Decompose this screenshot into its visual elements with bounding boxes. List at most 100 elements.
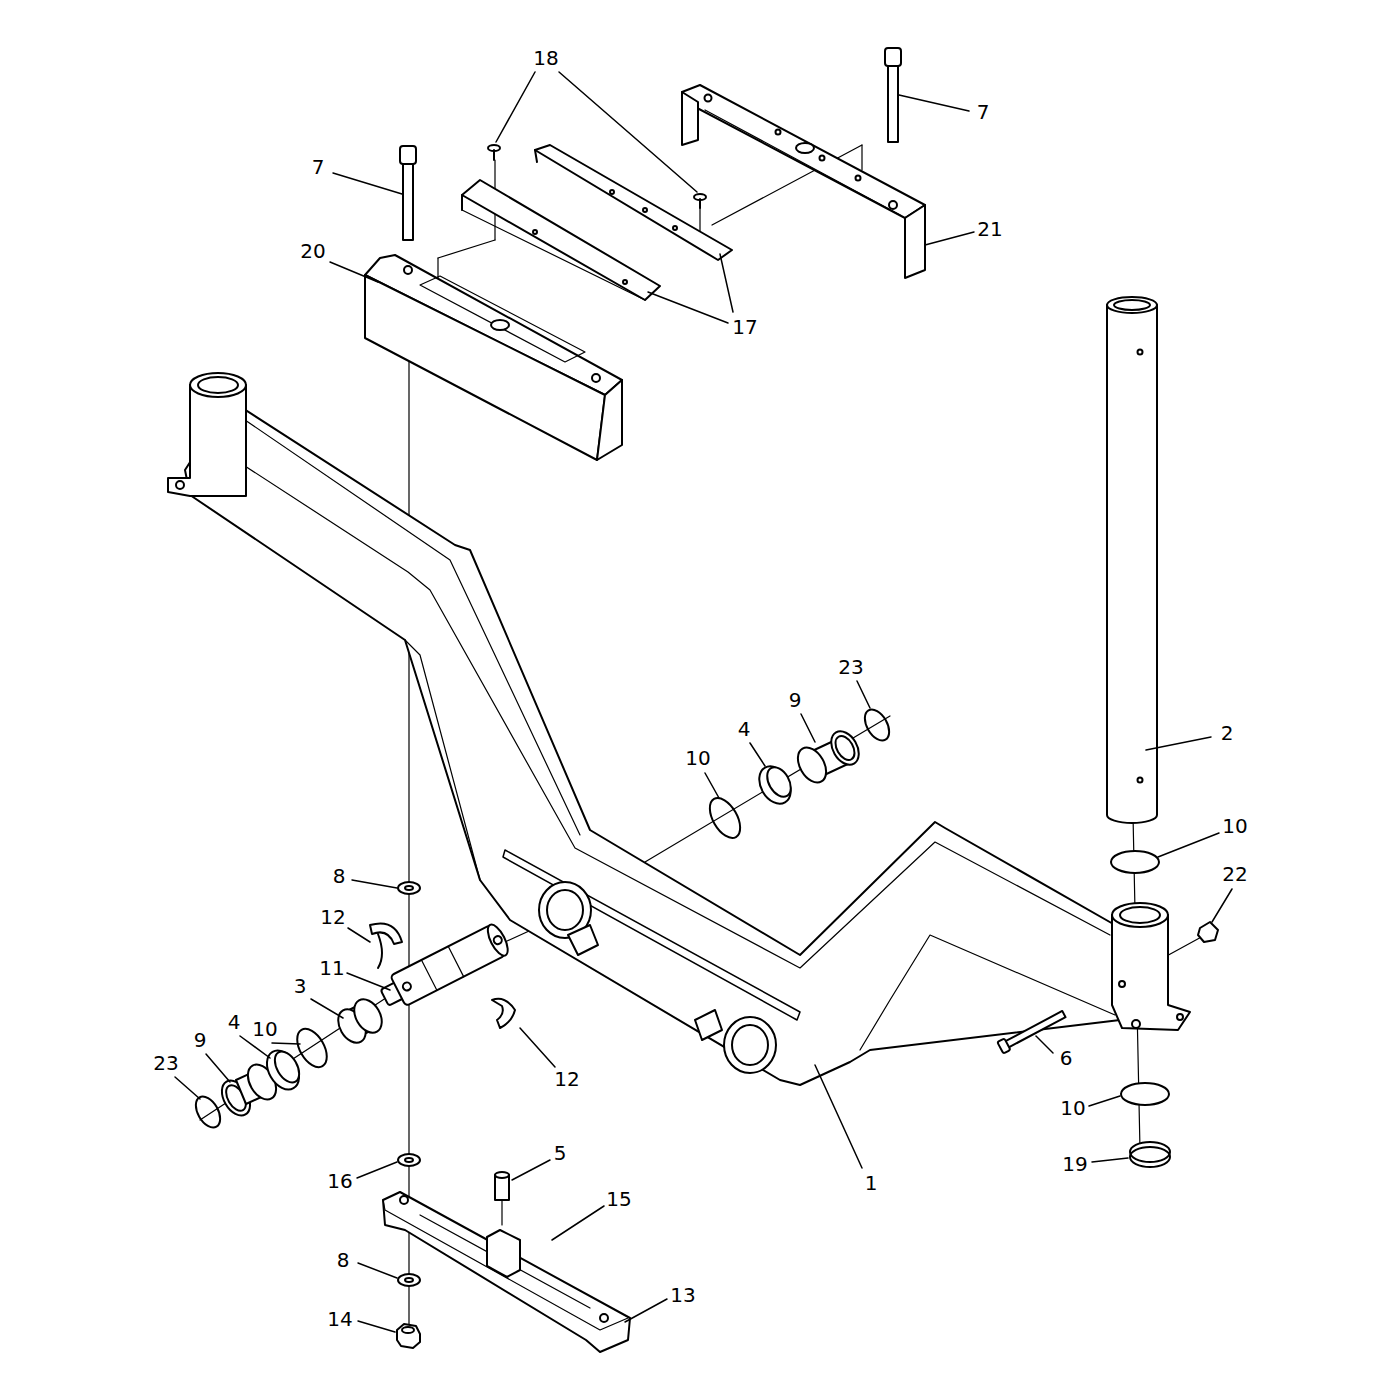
leader-line [552, 1206, 604, 1240]
callout-number: 9 [193, 1030, 208, 1050]
clamp-bar [383, 1172, 630, 1352]
cap-screw [403, 162, 413, 240]
bushing-ring [270, 1047, 304, 1086]
bolt [997, 1008, 1067, 1053]
cover-block [491, 320, 509, 330]
bushing-ring [704, 793, 747, 843]
leader-line [1146, 737, 1211, 750]
leader-line [330, 262, 378, 282]
leader-line [358, 1321, 395, 1332]
axis-line [200, 145, 1205, 1330]
axis-line [699, 205, 700, 232]
clamp-bar [487, 1230, 520, 1277]
tube-pin [1138, 350, 1143, 355]
clamp-bar [383, 1200, 628, 1330]
cover-block [592, 374, 600, 382]
frame-beam [1120, 907, 1160, 923]
leader-line [240, 1036, 270, 1058]
frame-beam [1119, 981, 1125, 987]
axis-line [200, 992, 395, 1120]
bushing-ring [762, 763, 795, 801]
tube-pin [1107, 297, 1157, 823]
cover-block [420, 276, 585, 362]
leader-line [559, 72, 697, 192]
bushing-ring [832, 733, 859, 764]
tube-pin [1114, 300, 1150, 310]
leader-line [496, 72, 535, 142]
cover-plate [643, 208, 647, 212]
callout-number: 10 [1221, 816, 1248, 836]
leader-line [175, 72, 1232, 1332]
frame-beam [168, 373, 1190, 1085]
cover-channel [905, 205, 925, 278]
callout-number: 1 [864, 1173, 879, 1193]
cover-plate [462, 210, 645, 300]
frame-beam [695, 1010, 722, 1040]
bushing-ring [260, 1045, 305, 1095]
callout-number: 9 [788, 690, 803, 710]
frame-beam [1112, 903, 1168, 927]
clamp-bar [495, 1172, 509, 1178]
half-ring [370, 923, 515, 1028]
bushing-ring [792, 743, 832, 788]
bushing-ring [291, 1024, 333, 1072]
cap-screw [699, 199, 701, 208]
frame-beam [547, 890, 583, 930]
cover-block [365, 275, 605, 460]
callout-number: 7 [976, 102, 991, 122]
cover-channel [889, 201, 897, 209]
cover-channel [705, 110, 900, 215]
frame-beam [1177, 1014, 1183, 1020]
washer [397, 1324, 420, 1348]
leader-line [333, 173, 402, 194]
frame-beam [205, 440, 1110, 968]
leader-line [899, 95, 969, 111]
callout-number: 15 [605, 1189, 632, 1209]
half-ring [370, 923, 402, 944]
callout-number: 16 [326, 1171, 353, 1191]
bolt [1002, 1011, 1065, 1049]
cover-channel [776, 130, 781, 135]
washer [405, 1278, 413, 1282]
callout-number: 6 [1059, 1048, 1074, 1068]
callout-number: 10 [1059, 1098, 1086, 1118]
washer [405, 1158, 413, 1162]
callout-number: 3 [293, 976, 308, 996]
bushing-ring [191, 994, 388, 1131]
leader-line [1212, 889, 1232, 922]
callout-number: 7 [311, 157, 326, 177]
cover-block [597, 380, 622, 460]
clamp-bar [600, 1314, 608, 1322]
washer [398, 1154, 420, 1166]
axis-line [645, 716, 890, 862]
pivot-pin [402, 981, 413, 992]
leader-line [512, 1160, 550, 1180]
cover-channel [705, 95, 712, 102]
half-ring [492, 999, 515, 1028]
washer [405, 886, 413, 890]
callout-number: 14 [326, 1309, 353, 1329]
ring [1130, 1147, 1170, 1167]
leader-line [625, 1299, 667, 1322]
leader-line [347, 973, 390, 990]
ring [1111, 851, 1218, 1167]
ring [1198, 922, 1218, 942]
bushing-ring [860, 705, 894, 744]
half-ring [378, 934, 382, 968]
leader-line [1158, 833, 1219, 857]
leader-line [1089, 1096, 1120, 1106]
callout-number: 4 [227, 1012, 242, 1032]
callout-number: 23 [152, 1053, 179, 1073]
axis-line [861, 145, 862, 170]
ring [1130, 1142, 1170, 1162]
leader-line [272, 1043, 300, 1044]
callout-number: 10 [684, 748, 711, 768]
cap-screw [400, 146, 416, 164]
frame-beam [503, 850, 800, 1020]
leader-line [857, 681, 870, 708]
tube-pin [1107, 297, 1157, 313]
callout-number: 21 [976, 219, 1003, 239]
tube-pin [1138, 778, 1143, 783]
leader-line [720, 254, 733, 312]
